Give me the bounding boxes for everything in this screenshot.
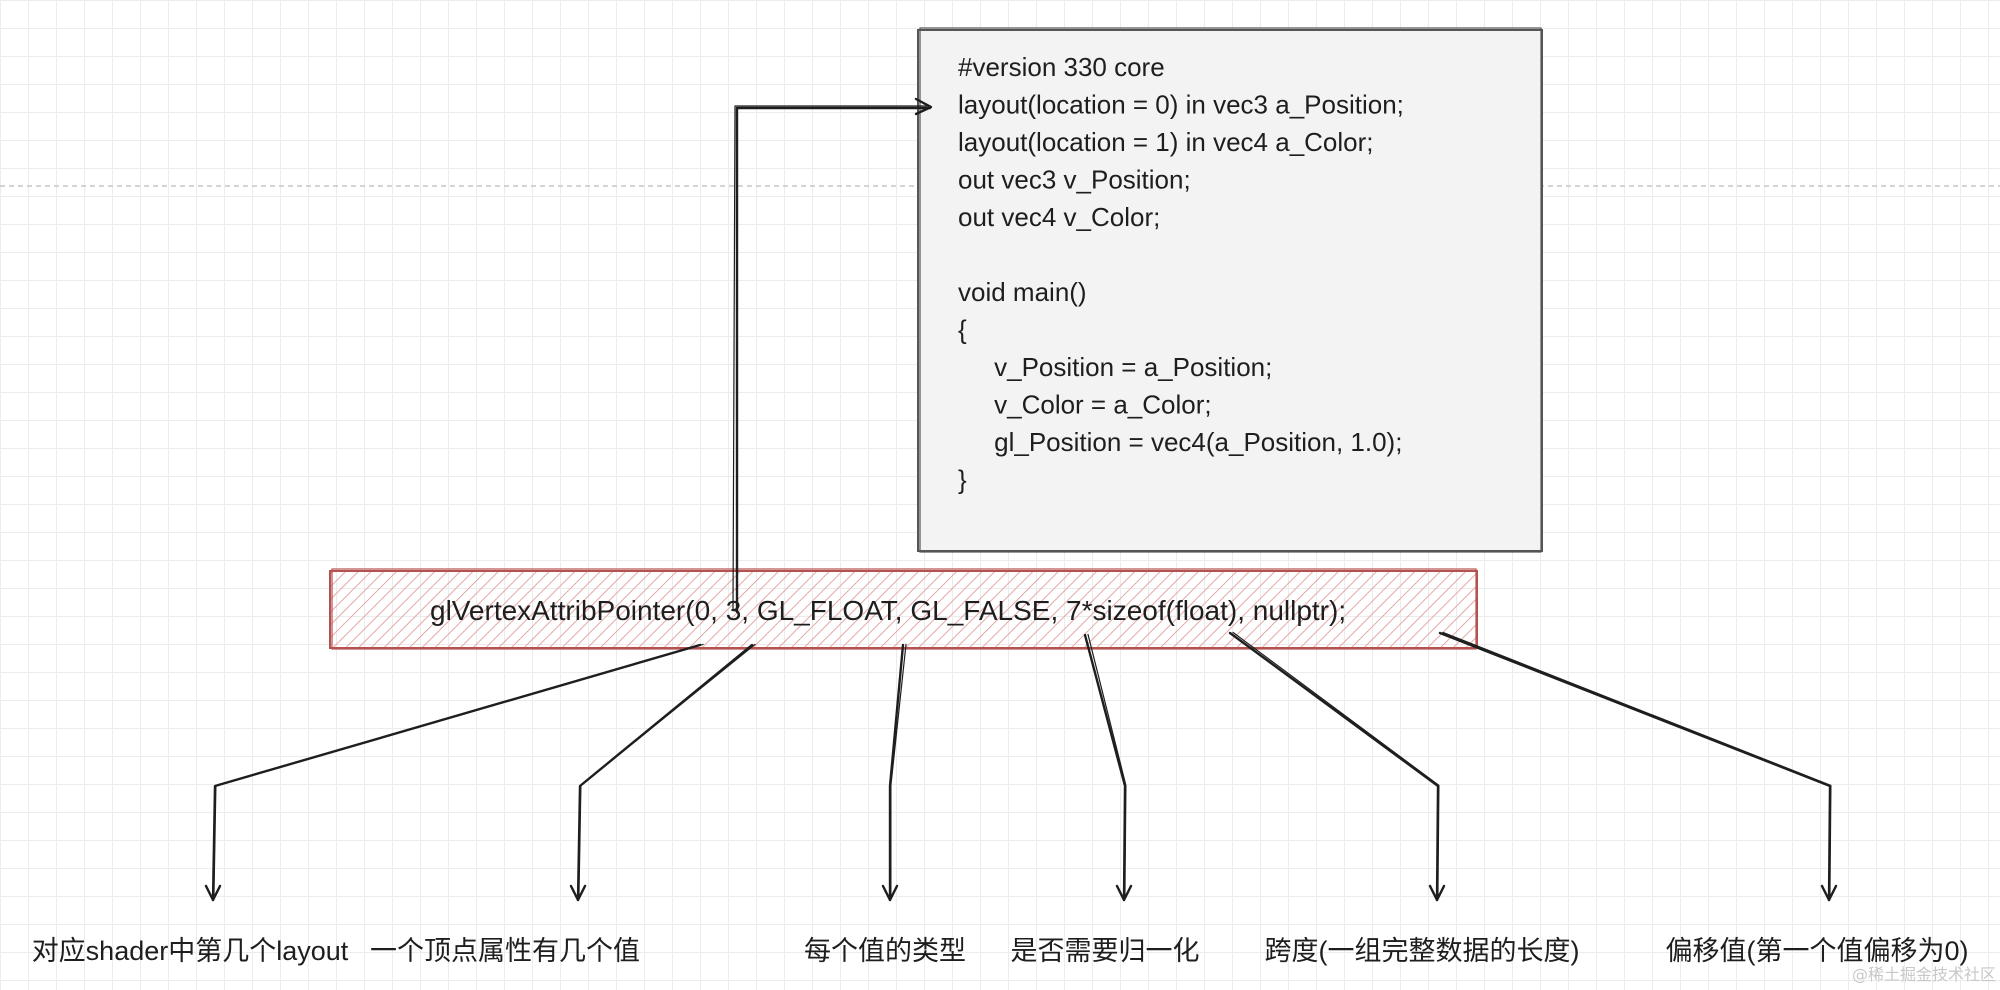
parameter-label: 跨度(一组完整数据的长度) (1265, 936, 1580, 966)
code-line: layout(location = 1) in vec4 a_Color; (958, 127, 1374, 157)
parameter-arrow (1228, 631, 1446, 902)
code-line: gl_Position = vec4(a_Position, 1.0); (958, 427, 1402, 457)
watermark: @稀土掘金技术社区 (1852, 965, 1996, 984)
code-line: out vec4 v_Color; (958, 202, 1160, 232)
parameter-arrow (881, 643, 907, 902)
code-line: { (958, 315, 967, 345)
code-line: v_Position = a_Position; (958, 352, 1272, 382)
code-line: v_Color = a_Color; (958, 390, 1212, 420)
shader-code-box (917, 27, 1543, 553)
layout-connector-arrow (732, 97, 933, 614)
parameter-labels: 对应shader中第几个layout 一个顶点属性有几个值 每个值的类型 是否需要归一… (32, 936, 1969, 966)
parameter-label: 一个顶点属性有几个值 (370, 936, 640, 966)
code-line: layout(location = 0) in vec3 a_Position; (958, 90, 1404, 120)
function-call-text: glVertexAttribPointer(0, 3, GL_FLOAT, GL… (430, 595, 1346, 626)
parameter-label: 每个值的类型 (804, 936, 966, 966)
parameter-arrow (1438, 631, 1838, 902)
code-line: #version 330 core (958, 52, 1165, 82)
parameter-arrow (569, 643, 756, 902)
code-line: void main() (958, 277, 1087, 307)
parameter-arrow (204, 643, 704, 902)
code-line: } (958, 465, 967, 495)
parameter-label: 对应shader中第几个layout (32, 936, 349, 966)
parameter-label: 是否需要归一化 (1011, 936, 1200, 966)
code-line: out vec3 v_Position; (958, 165, 1191, 195)
parameter-label: 偏移值(第一个值偏移为0) (1666, 936, 1969, 966)
parameter-arrow (1083, 633, 1133, 902)
shader-code: #version 330 core layout(location = 0) in… (958, 52, 1404, 495)
parameter-arrows (204, 631, 1838, 902)
function-call-box (329, 568, 1478, 650)
